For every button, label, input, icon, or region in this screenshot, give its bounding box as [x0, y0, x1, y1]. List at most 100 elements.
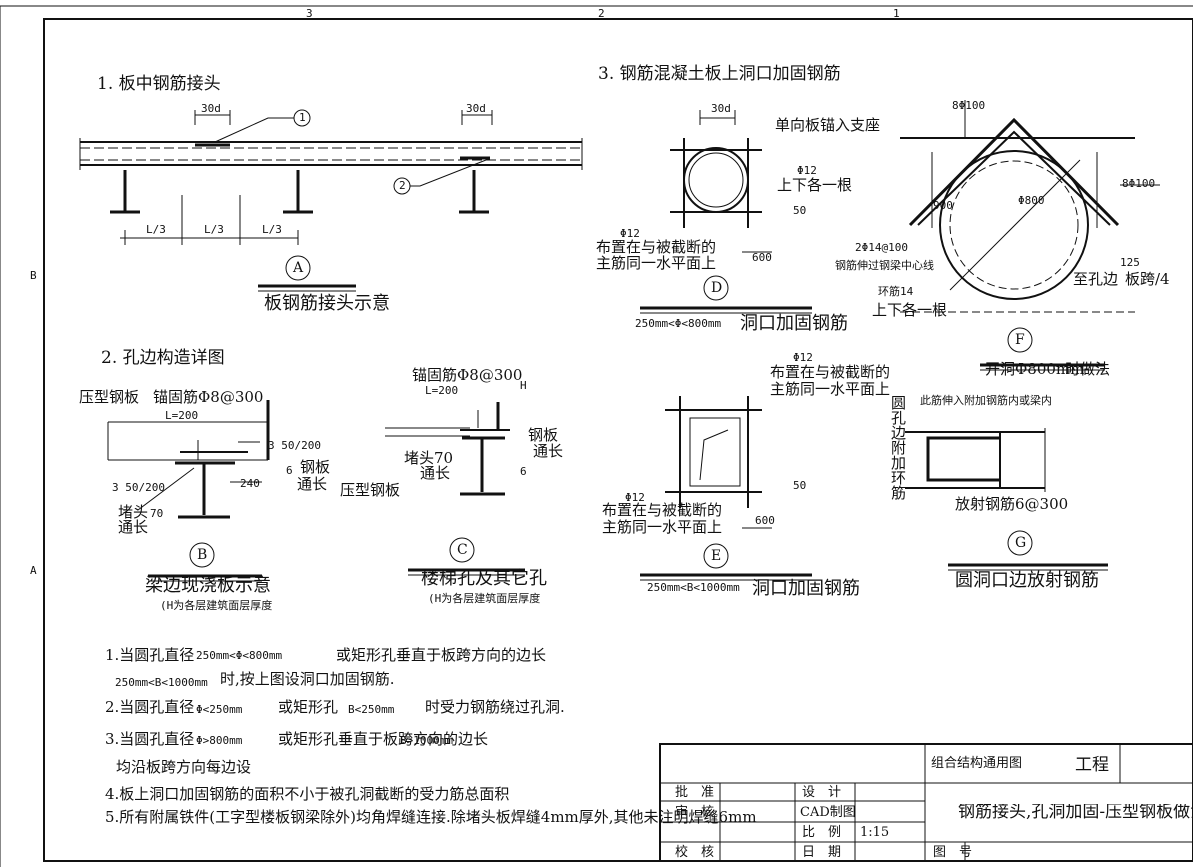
side-mark-a: A [30, 564, 37, 577]
e-place4: 主筋同一水平面上 [602, 518, 723, 536]
note4: 4.板上洞口加固钢筋的面积不小于被孔洞截断的受力筋总面积 [105, 785, 510, 803]
note1-e: 时,按上图设洞口加固钢筋. [220, 670, 395, 688]
note2-c: 或矩形孔 [278, 698, 339, 716]
g-radial: 放射钢筋6@300 [955, 495, 1069, 513]
b-70-label: 70 [150, 507, 164, 520]
tb-cad: CAD制图 [800, 805, 856, 820]
f-800: Φ800 [1018, 194, 1045, 207]
inner-frame [43, 18, 1193, 862]
detail-e [640, 396, 812, 581]
g-ring: 圆孔边附加环筋 [889, 395, 907, 500]
note1-d: 250mm<B<1000mm [115, 676, 208, 689]
c-stop-label: 堵头70 [404, 449, 454, 467]
detail-d [640, 110, 812, 314]
b-350-label: 3 50/200 [268, 439, 321, 452]
detail-g [905, 428, 1108, 571]
dim-30d-a: 30d [201, 102, 221, 115]
b-240-label: 240 [240, 477, 260, 490]
note3-c: 或矩形孔垂直于板跨方向的边长 [278, 730, 489, 748]
c-long-label: 通长 [533, 442, 564, 460]
detail-a [79, 109, 583, 292]
tag-b: B [197, 547, 208, 563]
caption-e: 洞口加固钢筋 [752, 578, 860, 599]
d-phi12b: Φ12 [620, 227, 640, 240]
note-b: (H为各层建筑面层厚度 [160, 599, 273, 612]
top-mark-1: 1 [893, 7, 900, 20]
d-place1: 布置在与被截断的 [596, 238, 717, 256]
dim-l3-3: L/3 [262, 223, 282, 236]
b-stop-label: 堵头 [118, 503, 149, 521]
d-place2: 主筋同一水平面上 [596, 254, 717, 272]
tb-project-suffix: 工程 [1075, 755, 1109, 775]
d-anchor-label: 单向板锚入支座 [775, 116, 881, 134]
f-each: 上下各一根 [872, 301, 948, 319]
tb-check: 校 核 [675, 845, 715, 860]
tag-f: F [1015, 332, 1025, 348]
e-phi12: Φ12 [793, 351, 813, 364]
f-214: 2Φ14@100 [855, 241, 908, 254]
note3-e: 均沿板跨方向每边设 [116, 758, 252, 776]
d-600: 600 [752, 251, 772, 264]
note2-b: Φ<250mm [196, 703, 243, 716]
b-6-label: 6 [286, 464, 293, 477]
dim-l3-1: L/3 [146, 223, 166, 236]
f-8b: 8Φ100 [1122, 177, 1156, 190]
tb-review: 审 核 [675, 805, 715, 820]
dim-30d-b: 30d [466, 102, 486, 115]
note3-a: 3.当圆孔直径 [105, 730, 195, 748]
note-c: (H为各层建筑面层厚度 [428, 592, 541, 605]
c-anchor-label: 锚固筋Φ8@300 [412, 366, 523, 384]
b-anchor-label: 锚固筋Φ8@300 [153, 388, 264, 406]
tag-d: D [711, 280, 723, 296]
caption-c: 楼梯孔及其它孔 [421, 568, 547, 589]
c-long2-label: 通长 [420, 464, 451, 482]
top-mark-2: 2 [598, 7, 605, 20]
f-beam: 钢筋伸过钢梁中心线 [835, 259, 934, 272]
caption-f: 开洞Φ800mm [985, 360, 1085, 378]
dim-l3-2: L/3 [204, 223, 224, 236]
e-600: 600 [755, 514, 775, 527]
g-note: 此筋伸入附加钢筋内或梁内 [920, 394, 1052, 407]
caption-f2: 时做法 [1065, 360, 1111, 378]
side-mark-b: B [30, 269, 37, 282]
e-place2: 主筋同一水平面上 [770, 380, 891, 398]
callout-1: 1 [299, 111, 306, 124]
e-range: 250mm<B<1000mm [647, 581, 740, 594]
f-edge: 至孔边 [1073, 270, 1119, 288]
b-steel-label: 钢板 [300, 458, 331, 476]
note1-b: 250mm<Φ<800mm [196, 649, 283, 662]
f-125: 125 [1120, 256, 1140, 269]
caption-g: 圆洞口边放射钢筋 [955, 570, 1099, 591]
tb-scale-label: 比 例 [802, 825, 842, 840]
e-phi12b: Φ12 [625, 491, 645, 504]
title-block [659, 743, 1193, 862]
b-deck-label: 压型钢板 [79, 388, 140, 406]
b-long-label: 通长 [297, 475, 328, 493]
tb-approve: 批 准 [675, 785, 715, 800]
section2-title: 2. 孔边构造详图 [101, 348, 225, 368]
b-350b-label: 3 50/200 [112, 481, 165, 494]
b-l-label: L=200 [165, 409, 199, 422]
d-phi12: Φ12 [797, 164, 817, 177]
c-6-label: 6 [520, 465, 527, 478]
tag-c: C [457, 542, 468, 558]
f-span: 板跨/4 [1125, 270, 1170, 288]
d-30d: 30d [711, 102, 731, 115]
detail-f [900, 100, 1160, 371]
note2-a: 2.当圆孔直径 [105, 698, 195, 716]
tb-scale-value: 1:15 [860, 825, 890, 840]
detail-b [107, 400, 270, 582]
tb-design: 设 计 [802, 785, 842, 800]
e-place1: 布置在与被截断的 [770, 363, 891, 381]
note3-d: B>1000mm [400, 734, 453, 747]
tag-a: A [293, 260, 304, 276]
c-deck-label: 压型钢板 [340, 481, 401, 499]
d-50: 50 [793, 204, 807, 217]
b-long2-label: 通长 [118, 518, 149, 536]
caption-d: 洞口加固钢筋 [740, 313, 848, 334]
callout-2: 2 [399, 179, 406, 192]
tag-g: G [1015, 535, 1027, 551]
c-h-label: H [520, 379, 527, 392]
f-8a: 8Φ100 [952, 99, 986, 112]
